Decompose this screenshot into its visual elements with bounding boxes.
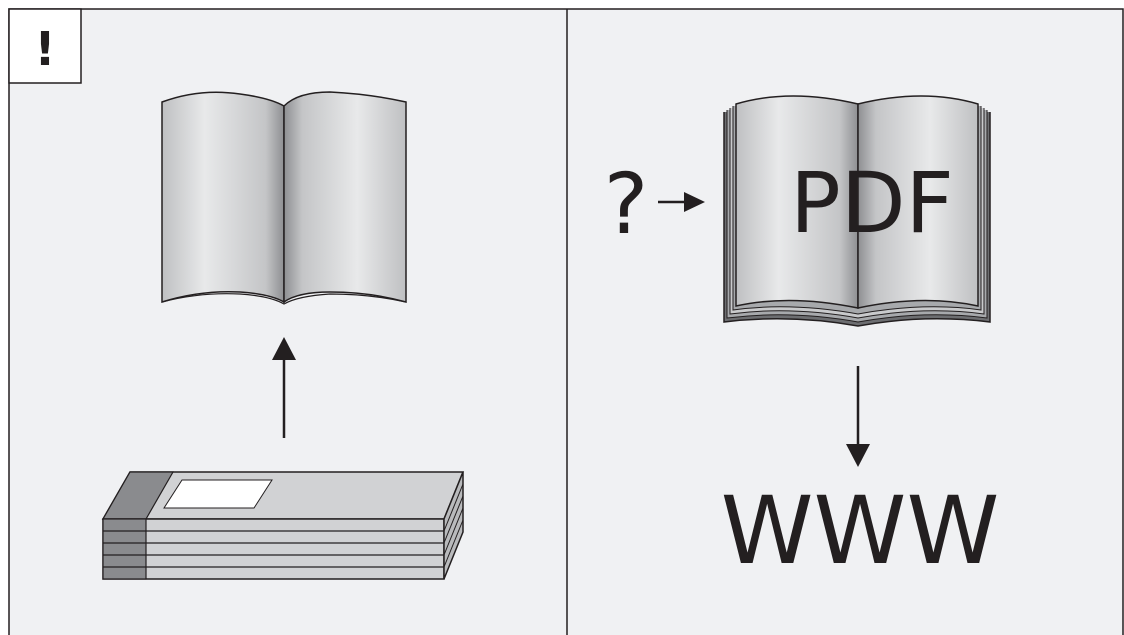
stacked-pages-icon [101, 471, 465, 580]
arrow-up-icon [272, 337, 296, 438]
warning-badge: ! [8, 8, 82, 84]
question-mark: ? [604, 155, 649, 253]
badge-text: ! [35, 22, 56, 76]
pdf-label: PDF [790, 154, 954, 252]
open-book-icon [161, 91, 407, 305]
stack-label [163, 479, 273, 509]
arrow-down-icon [846, 366, 870, 467]
arrow-right-icon [658, 192, 705, 212]
pdf-book-icon: PDF [723, 95, 991, 327]
www-label: WWW [721, 477, 1000, 586]
badge-box [8, 8, 82, 84]
outer-frame [8, 8, 1124, 635]
